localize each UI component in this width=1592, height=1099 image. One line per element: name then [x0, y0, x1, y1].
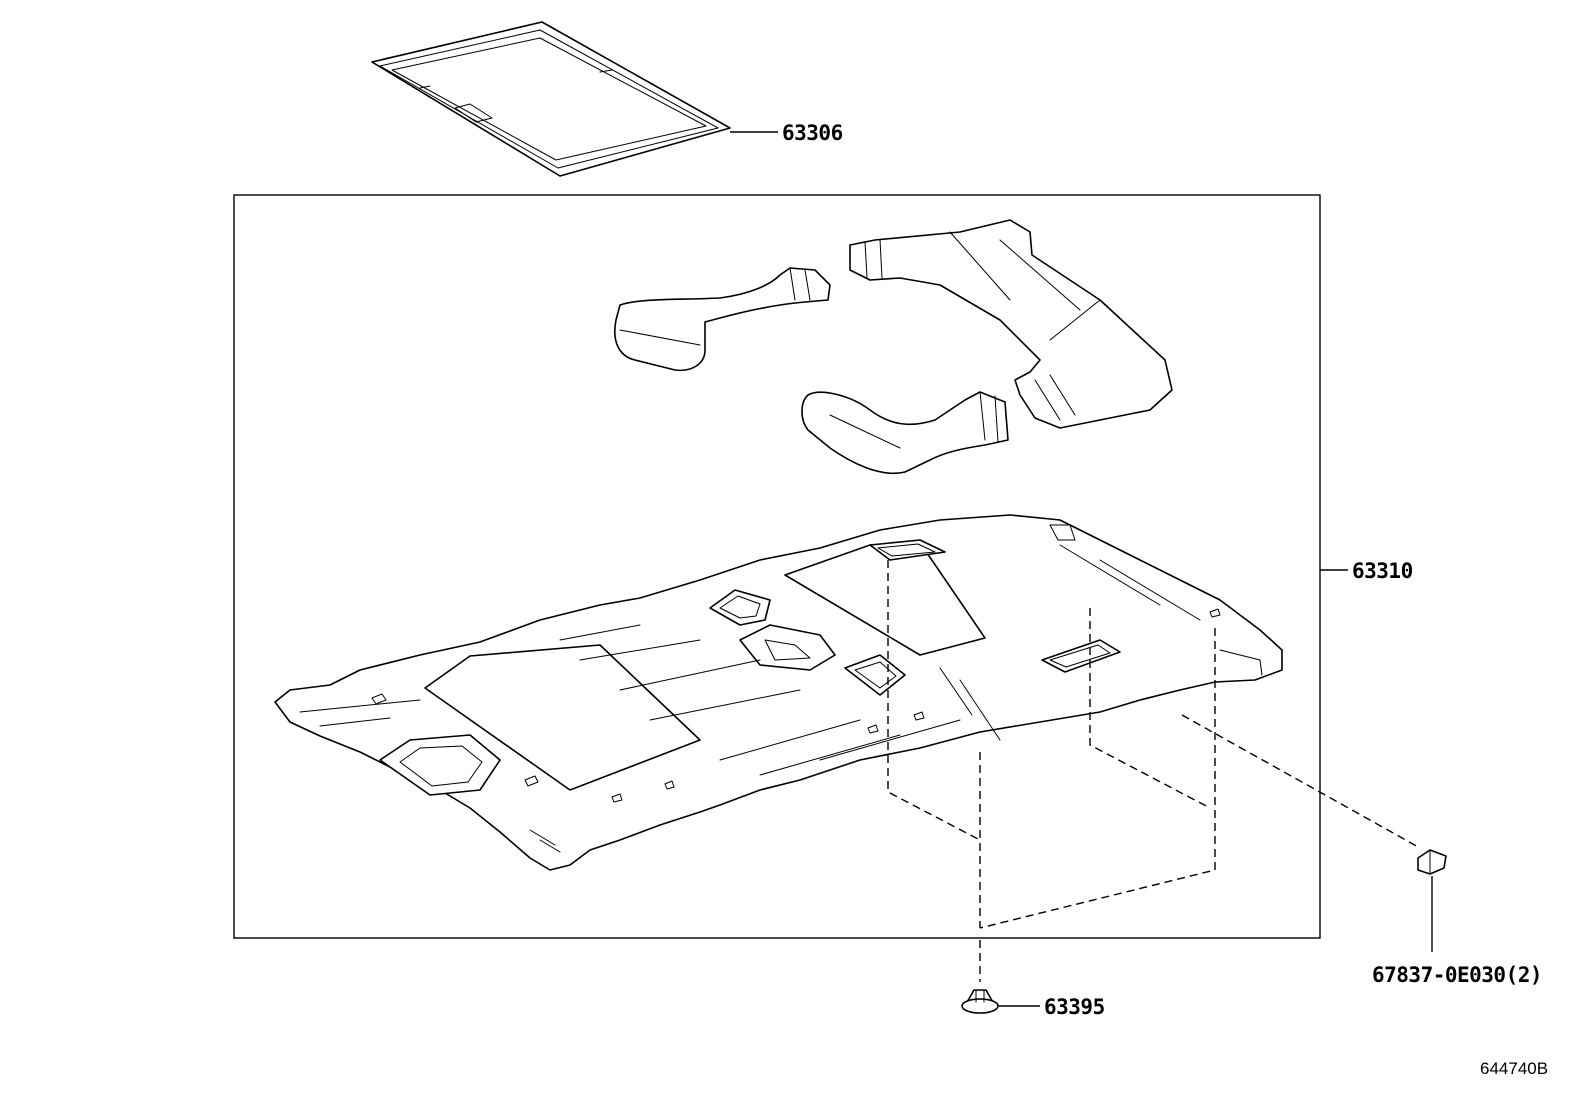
drawing-id: 644740B — [1480, 1059, 1548, 1078]
assembly-guide-lines — [887, 560, 1421, 982]
sunshade-panel[interactable] — [371, 21, 731, 177]
roof-headliner[interactable] — [274, 514, 1283, 871]
air-duct-lower[interactable] — [801, 391, 1009, 474]
air-duct-left[interactable] — [614, 267, 831, 372]
assembly-frame — [233, 194, 1321, 939]
leader-lines — [730, 131, 1433, 1007]
label-63306: 63306 — [782, 121, 843, 145]
retainer-67837[interactable] — [1417, 849, 1447, 875]
label-63395: 63395 — [1044, 995, 1105, 1019]
label-63310: 63310 — [1352, 559, 1413, 583]
label-67837: 67837-0E030(2) — [1372, 963, 1542, 987]
air-duct-right[interactable] — [849, 219, 1173, 429]
clip-63395[interactable] — [961, 989, 999, 1014]
